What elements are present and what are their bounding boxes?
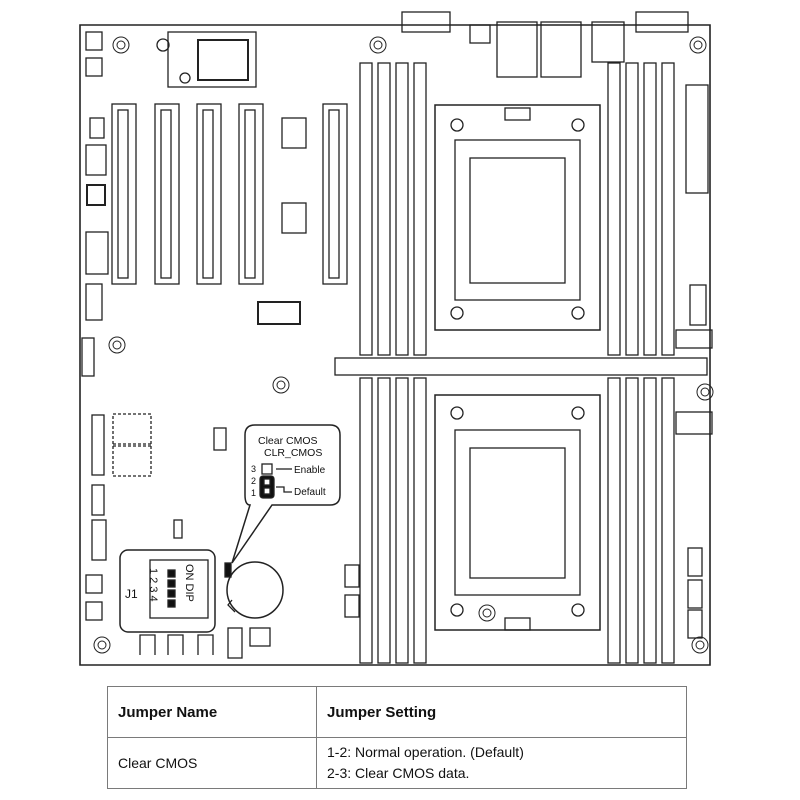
header [86,184,106,206]
header [91,414,105,476]
clr-cmos-jumper [224,562,232,578]
dip-numbers: 1 2 3 4 [147,568,159,602]
pcie-slots [111,103,348,285]
pin-label-2: 2 [251,476,256,486]
setting-line: 1-2: Normal operation. (Default) [327,744,524,760]
sata-port [687,609,703,639]
enable-label: Enable [294,465,326,476]
pin-label-1: 1 [251,488,256,498]
header [173,519,183,539]
power-connector [675,411,713,435]
cpu-divider-bar [334,357,708,376]
header [85,283,103,321]
lan-port-1 [496,21,538,78]
sata-port [687,547,703,577]
header-jumper-setting: Jumper Setting [316,686,687,738]
slimsas-connector [281,117,307,149]
header [249,627,271,647]
board-outline [79,24,711,666]
bmc-chip [167,31,257,88]
usb-port [469,24,491,44]
jumper-name-cell: Clear CMOS [107,737,317,789]
header [91,519,107,561]
dip-on-text: ON DIP [183,564,195,602]
motherboard-diagram: Clear CMOS CLR_CMOS 3 2 1 Enable Default… [79,11,714,666]
lan-port-2 [540,21,582,78]
m2-slot [257,301,301,325]
atx-power-connector [685,84,709,194]
jumper-table: Jumper Name Jumper Setting Clear CMOS 1-… [107,686,687,789]
header [89,117,105,139]
serial-port [635,11,689,33]
header-jumper-name: Jumper Name [107,686,317,738]
tpm-header [112,443,152,477]
power-connector [675,329,713,349]
table-row: Clear CMOS 1-2: Normal operation. (Defau… [107,737,687,789]
callout-title: Clear CMOS [258,435,318,447]
header [85,574,103,594]
dimm-slots [359,62,675,664]
usb-header [344,594,360,618]
header [91,484,105,516]
pin-label-3: 3 [251,464,256,474]
header [85,601,103,621]
sata-port [227,627,243,659]
header [85,231,109,275]
vga-port [401,11,451,33]
fan-header [85,57,103,77]
mounting-holes [93,36,714,654]
setting-line: 2-3: Clear CMOS data. [327,765,470,781]
header [213,427,227,451]
default-label: Default [294,487,326,498]
header [85,144,107,176]
cpu-socket-1 [434,104,601,331]
fan-header [85,31,103,51]
header [81,337,95,377]
mgmt-port [591,21,625,63]
power-connector [689,284,707,326]
callout-subtitle: CLR_CMOS [264,447,322,459]
jumper-callout [231,424,341,564]
usb-header [344,564,360,588]
jumper-setting-cell: 1-2: Normal operation. (Default) 2-3: Cl… [316,737,687,789]
dip-label: J1 [125,587,138,601]
tpm-header [112,413,152,447]
sata-port [687,579,703,609]
slimsas-connector [281,202,307,234]
cmos-battery [226,561,284,619]
